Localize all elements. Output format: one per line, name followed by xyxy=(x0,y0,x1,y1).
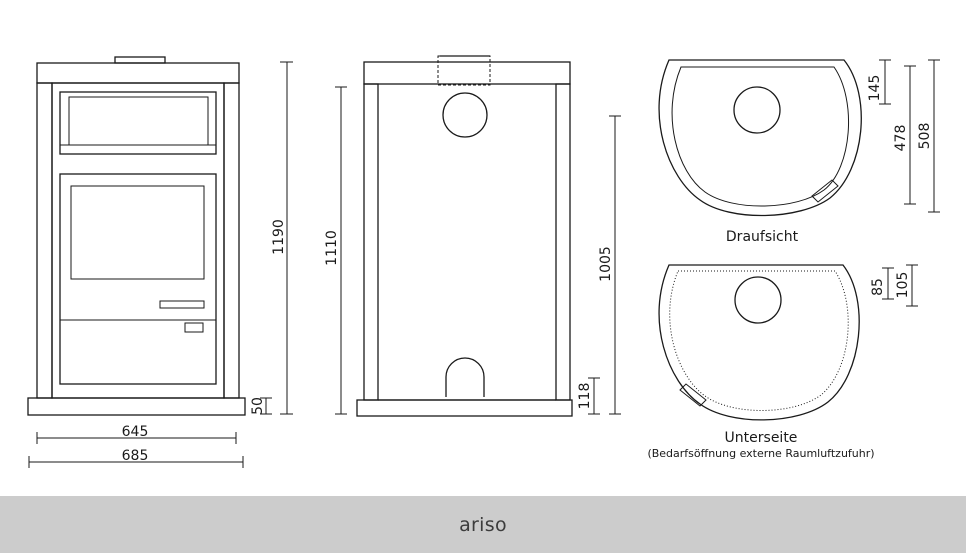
side-air-inlet xyxy=(445,357,485,397)
front-door-glass xyxy=(70,185,205,280)
side-flue-connector xyxy=(442,92,488,138)
bottom-view-caption: Unterseite xyxy=(725,430,798,446)
front-right-side-panel xyxy=(223,82,240,399)
front-firebox-door xyxy=(59,173,217,385)
front-view: 1190 50 645 685 xyxy=(27,56,293,468)
bottom-view-note: (Bedarfsöffnung externe Raumluftzufuhr) xyxy=(647,447,874,460)
top-view-flue-opening xyxy=(733,86,781,134)
front-top-plate xyxy=(36,62,240,84)
front-base-label: 50 xyxy=(250,397,266,415)
top-view-inner-outline xyxy=(671,66,849,207)
top-view: Draufsicht 145 478 508 xyxy=(658,59,940,245)
product-name: ariso xyxy=(459,513,507,536)
side-left-panel xyxy=(363,83,379,401)
bottom-view-air-opening xyxy=(734,276,782,324)
bottom-view-dotted-outline xyxy=(669,270,849,411)
footer-bar: ariso xyxy=(0,496,966,553)
top-view-caption: Draufsicht xyxy=(726,229,799,245)
side-base-plate xyxy=(356,399,573,417)
bottom-view-outline xyxy=(658,264,860,421)
front-base-plate xyxy=(27,397,246,416)
front-door-handle xyxy=(159,300,205,309)
top-145-label: 145 xyxy=(867,75,883,102)
front-width-outer-label: 685 xyxy=(122,448,149,464)
side-right-panel xyxy=(555,83,571,401)
bottom-85-label: 85 xyxy=(870,278,886,296)
side-lower-height-label: 118 xyxy=(577,383,593,410)
bottom-105-label: 105 xyxy=(895,272,911,299)
front-storage-compartment xyxy=(59,91,217,155)
front-air-control xyxy=(184,322,204,333)
side-connector-height-label: 1005 xyxy=(598,246,614,282)
side-top-plate xyxy=(363,61,571,85)
front-width-inner-label: 645 xyxy=(122,424,149,440)
top-view-air-flap xyxy=(811,179,839,203)
top-478-label: 478 xyxy=(893,125,909,152)
side-height-label: 1110 xyxy=(324,230,340,266)
front-flue-collar xyxy=(114,56,166,64)
top-view-outline xyxy=(658,59,862,217)
front-storage-inner xyxy=(68,96,209,146)
top-508-label: 508 xyxy=(917,123,933,150)
front-body xyxy=(51,82,225,399)
front-height-label: 1190 xyxy=(271,219,287,255)
front-left-side-panel xyxy=(36,82,53,399)
bottom-view-air-flap xyxy=(679,383,707,407)
side-view: 1110 1005 118 xyxy=(324,55,621,417)
stove-technical-drawing: 1190 50 645 685 1110 xyxy=(27,55,940,468)
side-flue-hidden xyxy=(437,55,491,86)
bottom-view: Unterseite (Bedarfsöffnung externe Rauml… xyxy=(647,264,918,460)
